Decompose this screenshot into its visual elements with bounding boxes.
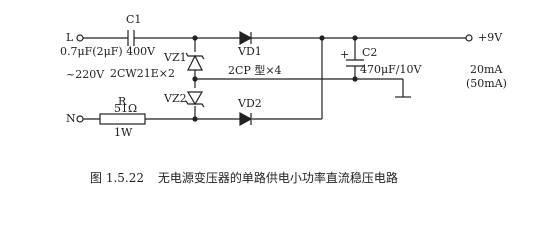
diode-vd2-label: VD2 [238, 97, 262, 110]
circuit-diagram [76, 30, 473, 127]
output-terminal-label: +9V [478, 31, 503, 44]
line-terminal-label: L [66, 31, 74, 44]
junction-bottom-zener [192, 116, 198, 122]
c1-value-label: 0.7μF(2μF) 400V [60, 45, 156, 58]
resistor-r-body [99, 113, 146, 125]
c2-polarity-label: + [340, 48, 350, 61]
junction-c2-bottom [352, 76, 358, 82]
figure-caption: 图 1.5.22 无电源变压器的单路供电小功率直流稳压电路 [90, 169, 408, 186]
zener-vz1-symbol [185, 52, 205, 71]
output-terminal [465, 34, 473, 42]
zener-vz2-symbol [185, 91, 205, 108]
figure-number: 图 1.5.22 [90, 171, 144, 185]
resistor-resistance-label: 51Ω [114, 102, 138, 115]
c2-name-label: C2 [362, 46, 378, 59]
zener-vz1-label: VZ1 [164, 51, 187, 64]
output-current-label: 20mA [470, 63, 503, 76]
junction-c2-top [352, 35, 358, 41]
junction-top-zener [192, 35, 198, 41]
diode-vd1-symbol [239, 30, 253, 46]
resistor-name-label: R [118, 95, 127, 108]
neutral-terminal [76, 115, 84, 123]
diode-type-label: 2CP 型×4 [228, 64, 282, 77]
resistor-power-label: 1W [114, 126, 133, 139]
input-voltage-label: ~220V [66, 68, 105, 81]
output-current-alt-label: (50mA) [466, 77, 507, 90]
zener-type-label: 2CW21E×2 [110, 67, 175, 80]
junction-top-right [319, 35, 325, 41]
figure-title: 无电源变压器的单路供电小功率直流稳压电路 [157, 171, 398, 185]
diode-vd2-symbol [239, 111, 253, 127]
c1-name-label: C1 [126, 13, 142, 26]
zener-vz2-label: VZ2 [164, 92, 187, 105]
c2-value-label: 470μF/10V [360, 63, 422, 76]
line-terminal [76, 34, 84, 42]
diode-vd1-label: VD1 [238, 45, 262, 58]
neutral-terminal-label: N [66, 112, 76, 125]
